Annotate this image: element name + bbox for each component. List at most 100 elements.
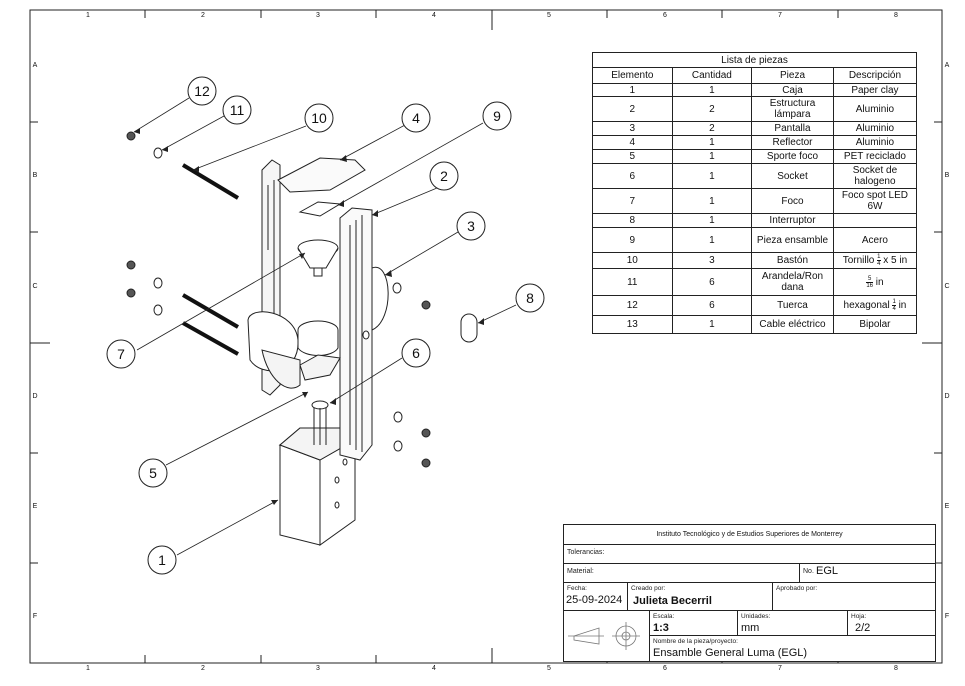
table-cell-part: Socket xyxy=(751,163,834,189)
row-label: B xyxy=(944,172,950,179)
table-cell-item: 13 xyxy=(592,315,673,334)
projection-symbol-cell xyxy=(563,610,650,662)
col-label: 7 xyxy=(778,12,782,19)
desc-suffix: in xyxy=(875,276,884,288)
balloon-12: 12 xyxy=(194,83,210,99)
date-value: 25-09-2024 xyxy=(566,594,623,606)
col-label: 5 xyxy=(547,12,551,19)
table-cell-part: Estructura lámpara xyxy=(751,96,834,122)
table-cell-qty: 1 xyxy=(671,188,753,214)
tolerances-cell: Tolerancias: xyxy=(563,544,936,564)
fraction-numerator: 5 xyxy=(866,275,873,283)
col-header-description: Descripción xyxy=(832,67,918,84)
created-by-cell: Creado por: Julieta Becerril xyxy=(627,582,773,611)
balloon-1: 1 xyxy=(158,552,166,568)
balloon-8: 8 xyxy=(526,290,534,306)
table-cell-part: Caja xyxy=(751,83,834,97)
row-label: C xyxy=(32,283,38,290)
units-label: Unidades: xyxy=(741,613,771,620)
table-cell-desc xyxy=(832,213,918,228)
table-cell-qty: 2 xyxy=(671,121,753,136)
balloon-10: 10 xyxy=(311,110,327,126)
table-cell-part: Reflector xyxy=(751,135,834,150)
row-label: A xyxy=(944,62,950,69)
col-label: 3 xyxy=(316,12,320,19)
col-label: 6 xyxy=(663,665,667,672)
sheet-label: Hoja: xyxy=(851,613,867,620)
table-cell-qty: 3 xyxy=(671,252,753,269)
balloon-6: 6 xyxy=(412,345,420,361)
balloon-2: 2 xyxy=(440,168,448,184)
table-cell-qty: 1 xyxy=(671,135,753,150)
col-header-quantity: Cantidad xyxy=(671,67,753,84)
table-cell-desc: PET reciclado xyxy=(832,149,918,164)
table-cell-desc: Bipolar xyxy=(832,315,918,334)
table-cell-item: 5 xyxy=(592,149,673,164)
balloon-5: 5 xyxy=(149,465,157,481)
fraction-denominator: 4 xyxy=(892,306,896,312)
table-cell-item: 2 xyxy=(592,96,673,122)
row-label: E xyxy=(944,503,950,510)
table-cell-part: Pieza ensamble xyxy=(751,227,834,253)
table-cell-desc: Aluminio xyxy=(832,96,918,122)
col-label: 2 xyxy=(201,12,205,19)
table-cell-part: Sporte foco xyxy=(751,149,834,164)
table-cell-part: Bastón xyxy=(751,252,834,269)
col-label: 1 xyxy=(86,12,90,19)
col-label: 4 xyxy=(432,665,436,672)
col-header-element: Elemento xyxy=(592,67,673,84)
row-label: C xyxy=(944,283,950,290)
col-header-part: Pieza xyxy=(751,67,834,84)
project-name-value: Ensamble General Luma (EGL) xyxy=(653,647,808,659)
number-label: No. xyxy=(803,568,814,575)
col-label: 7 xyxy=(778,665,782,672)
table-cell-item: 10 xyxy=(592,252,673,269)
col-label: 8 xyxy=(894,12,898,19)
col-label: 2 xyxy=(201,665,205,672)
table-cell-item: 8 xyxy=(592,213,673,228)
third-angle-projection-icon xyxy=(568,622,640,650)
approved-by-cell: Aprobado por: xyxy=(772,582,936,611)
date-label: Fecha: xyxy=(567,585,587,592)
table-cell-item: 1 xyxy=(592,83,673,97)
sheet-value: 2/2 xyxy=(855,622,871,634)
table-cell-item: 11 xyxy=(592,268,673,296)
scale-value: 1:3 xyxy=(653,622,669,634)
desc-text: hexagonal xyxy=(843,300,890,312)
col-label: 3 xyxy=(316,665,320,672)
col-label: 4 xyxy=(432,12,436,19)
parts-list-title: Lista de piezas xyxy=(592,52,917,68)
row-label: B xyxy=(32,172,38,179)
table-cell-desc: Paper clay xyxy=(832,83,918,97)
scale-label: Escala: xyxy=(653,613,675,620)
table-cell-item: 9 xyxy=(592,227,673,253)
table-cell-desc: Aluminio xyxy=(832,135,918,150)
table-cell-qty: 1 xyxy=(671,163,753,189)
approved-by-label: Aprobado por: xyxy=(776,585,818,592)
table-cell-qty: 2 xyxy=(671,96,753,122)
drawing-number-cell: No. EGL xyxy=(799,563,936,583)
balloon-11: 11 xyxy=(230,102,245,118)
desc-text: Tornillo xyxy=(842,255,875,267)
table-cell-item: 12 xyxy=(592,295,673,316)
table-cell-qty: 6 xyxy=(671,295,753,316)
created-by-label: Creado por: xyxy=(631,585,666,592)
balloon-7: 7 xyxy=(117,346,125,362)
desc-suffix: in xyxy=(898,300,907,312)
table-cell-part: Arandela/Ron dana xyxy=(751,268,834,296)
project-name-cell: Nombre de la pieza/proyecto: Ensamble Ge… xyxy=(649,635,936,662)
sheet-cell: Hoja: 2/2 xyxy=(847,610,936,636)
table-cell-part: Pantalla xyxy=(751,121,834,136)
table-cell-item: 7 xyxy=(592,188,673,214)
